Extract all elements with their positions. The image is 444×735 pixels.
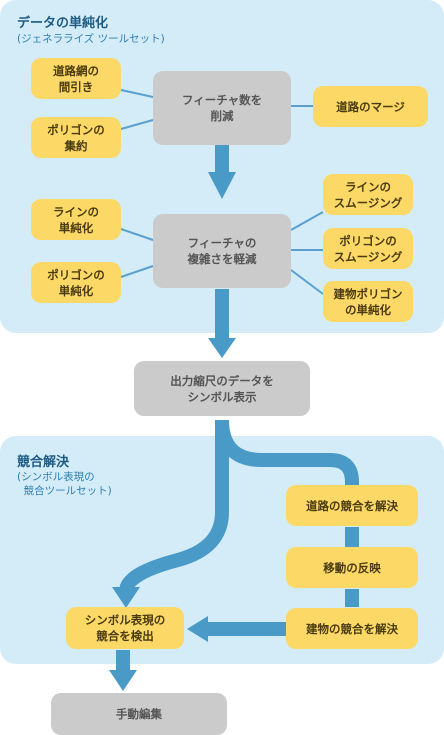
node-display-at-scale: 出力縮尺のデータを シンボル表示 [134,361,310,416]
node-road-network-thin: 道路網の 間引き [31,58,121,99]
arrowhead-to-display [208,338,236,358]
arrowhead-to-detect [112,587,140,608]
arrowhead-from-building [187,616,208,642]
node-merge-roads: 道路のマージ [313,86,428,127]
connector-simplify-line [120,228,154,241]
node-resolve-building-conflicts: 建物の競合を解決 [286,608,418,649]
connector-smooth-line [290,211,324,231]
node-simplify-building: 建物ポリゴン の単純化 [323,281,413,322]
generalization-title: データの単純化 [17,16,109,31]
arrowhead-to-simplify [208,172,236,199]
node-simplify-line: ラインの 単純化 [31,199,121,240]
node-smooth-line: ラインの スムージング [323,174,413,215]
node-detect-graphic-conflict: シンボル表現の 競合を検出 [66,607,184,649]
node-simplify-polygon: ポリゴンの 単純化 [31,262,121,303]
generalization-subtitle: (ジェネラライズ ツールセット) [17,33,165,45]
node-smooth-polygon: ポリゴンの スムージング [323,228,413,269]
conflict-resolution-title: 競合解決 [17,455,70,470]
arrow-shaft-right-branch [215,419,359,487]
connector-road-network-thin [120,89,154,98]
node-resolve-road-conflicts: 道路の競合を解決 [286,485,418,526]
connector-simplify-polygon [120,265,154,278]
connector-aggregate-polygons [120,119,154,130]
arrowhead-to-manual [109,670,137,691]
node-propagate-displacement: 移動の反映 [286,547,418,588]
node-manual-editing: 手動編集 [51,693,227,735]
node-thin-features: フィーチャ数を 削減 [153,71,291,145]
node-aggregate-polygons: ポリゴンの 集約 [31,117,121,158]
connector-simplify-building [290,269,324,295]
conflict-resolution-subtitle: (シンボル表現の 競合ツールセット) [17,471,112,497]
node-simplify-features: フィーチャの 複雑さを軽減 [153,214,291,288]
arrow-shaft-left-branch [119,420,229,592]
